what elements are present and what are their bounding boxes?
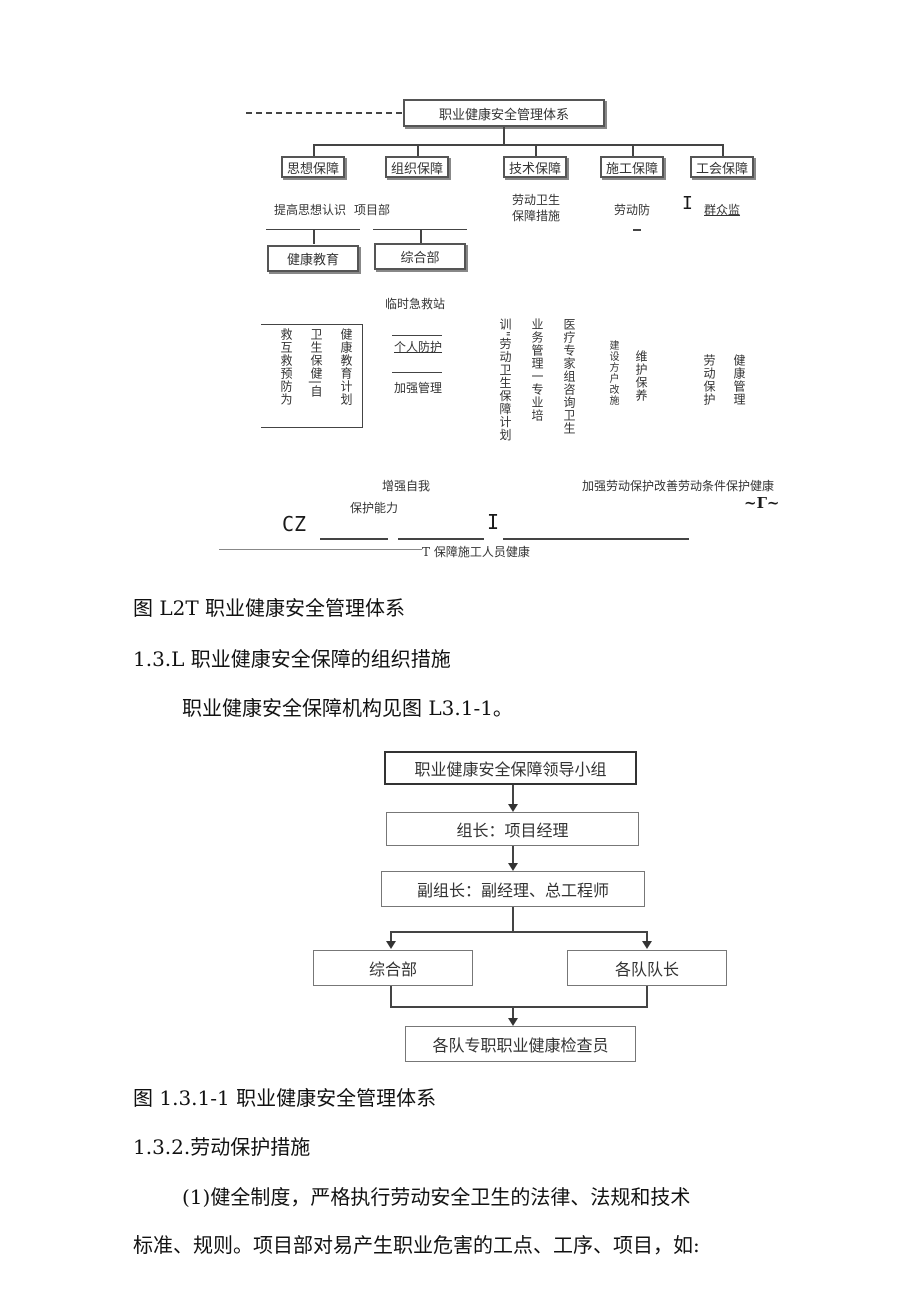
connector (722, 144, 724, 156)
col-text-tech-3: 医疗专家组咨询卫生 (562, 318, 576, 435)
box-general-dept: 综合部 (374, 243, 466, 270)
heading-1-3-1: 1.3.L 职业健康安全保障的组织措施 (133, 647, 451, 671)
connector (503, 127, 505, 144)
text-protection-ability: 保护能力 (350, 501, 399, 515)
root-box: 职业健康安全管理体系 (403, 99, 605, 127)
category-union: 工会保障 (690, 156, 754, 178)
connector (390, 986, 392, 1007)
box-leader: 组长：项目经理 (386, 812, 639, 846)
connector (512, 1006, 514, 1019)
connector (535, 144, 537, 156)
connector (390, 931, 648, 933)
box-health-inspectors: 各队专职职业健康检查员 (405, 1026, 636, 1062)
connector (632, 144, 634, 156)
col-text-construction-1: 建设方户改施 (607, 340, 618, 406)
connector (420, 230, 422, 244)
text-enhance-self: 增强自我 (382, 479, 431, 493)
text-strengthen-protection: 加强劳动保护改善劳动条件保护健康 (582, 479, 775, 493)
connector (417, 144, 419, 156)
text-project-dept: 项目部 (354, 203, 391, 217)
col-text-education-plan: 健康教育计划 (339, 328, 353, 406)
col-text-union-1: 劳动保护 (702, 354, 716, 406)
text-personal-protection: 个人防护 (394, 340, 443, 354)
caption-figure-1: 图 L2T 职业健康安全管理体系 (133, 596, 406, 620)
connector (392, 372, 442, 373)
text-tilde: ~Г~ (744, 494, 780, 512)
col-text-construction-2: 维护保养 (634, 350, 648, 402)
arrow-icon (386, 941, 396, 949)
caption-figure-2: 图 1.3.1-1 职业健康安全管理体系 (133, 1086, 437, 1110)
connector (266, 229, 360, 230)
col-text-health-care: 卫生保健|自 (309, 328, 323, 399)
connector (313, 230, 315, 244)
category-thought: 思想保障 (281, 156, 345, 178)
connector (219, 549, 422, 550)
paragraph-line-1: (1)健全制度，严格执行劳动安全卫生的法律、法规和技术 (182, 1185, 691, 1209)
col-text-union-2: 健康管理 (732, 354, 746, 406)
connector (646, 931, 648, 942)
connector (512, 785, 514, 805)
category-technology: 技术保障 (503, 156, 567, 178)
paragraph-line-2: 标准、规则。项目部对易产生职业危害的工点、工序、项目，如: (133, 1233, 700, 1257)
connector (503, 538, 689, 540)
text-cz-i: I (487, 510, 500, 534)
dashed-connector (246, 112, 402, 114)
text-final: T 保障施工人员健康 (422, 545, 530, 559)
connector (390, 1006, 648, 1008)
connector (390, 931, 392, 942)
col-text-rescue: 救互救预防为 (279, 328, 293, 406)
text-construction: 劳动防 (614, 203, 651, 217)
arrow-icon (508, 863, 518, 871)
text-tech-1: 劳动卫生 (512, 193, 561, 207)
connector (373, 229, 467, 230)
text-cz: CZ (282, 512, 307, 536)
category-organization: 组织保障 (385, 156, 449, 178)
arrow-icon (508, 1018, 518, 1026)
box-general-dept-2: 综合部 (313, 950, 473, 986)
text-tech-2: 保障措施 (512, 209, 561, 223)
dash-mark (633, 229, 641, 231)
connector (392, 335, 442, 336)
bracket-group-left (261, 324, 363, 428)
connector (320, 538, 388, 540)
arrow-icon (642, 941, 652, 949)
box-leadership-group: 职业健康安全保障领导小组 (384, 751, 637, 785)
box-team-leaders: 各队队长 (567, 950, 727, 986)
text-union: 群众监 (704, 203, 741, 217)
connector (512, 907, 514, 932)
col-text-tech-1: 训"劳动卫生保障计划 (498, 318, 512, 442)
connector (313, 144, 315, 156)
heading-1-3-2: 1.3.2.劳动保护措施 (133, 1135, 311, 1159)
col-text-tech-2: 业务管理一专业培 (530, 318, 544, 422)
arrow-icon (508, 804, 518, 812)
text-union-mark: I (682, 193, 693, 214)
text-first-aid: 临时急救站 (385, 297, 446, 311)
text-strengthen-mgmt: 加强管理 (394, 381, 443, 395)
connector (313, 144, 723, 146)
box-health-education: 健康教育 (267, 245, 359, 272)
text-thought: 提高思想认识 (274, 203, 347, 217)
connector (646, 986, 648, 1007)
connector (512, 846, 514, 864)
box-deputy: 副组长：副经理、总工程师 (381, 871, 645, 907)
category-construction: 施工保障 (600, 156, 664, 178)
connector (398, 538, 484, 540)
paragraph-org-measures: 职业健康安全保障机构见图 L3.1-1。 (182, 696, 513, 720)
